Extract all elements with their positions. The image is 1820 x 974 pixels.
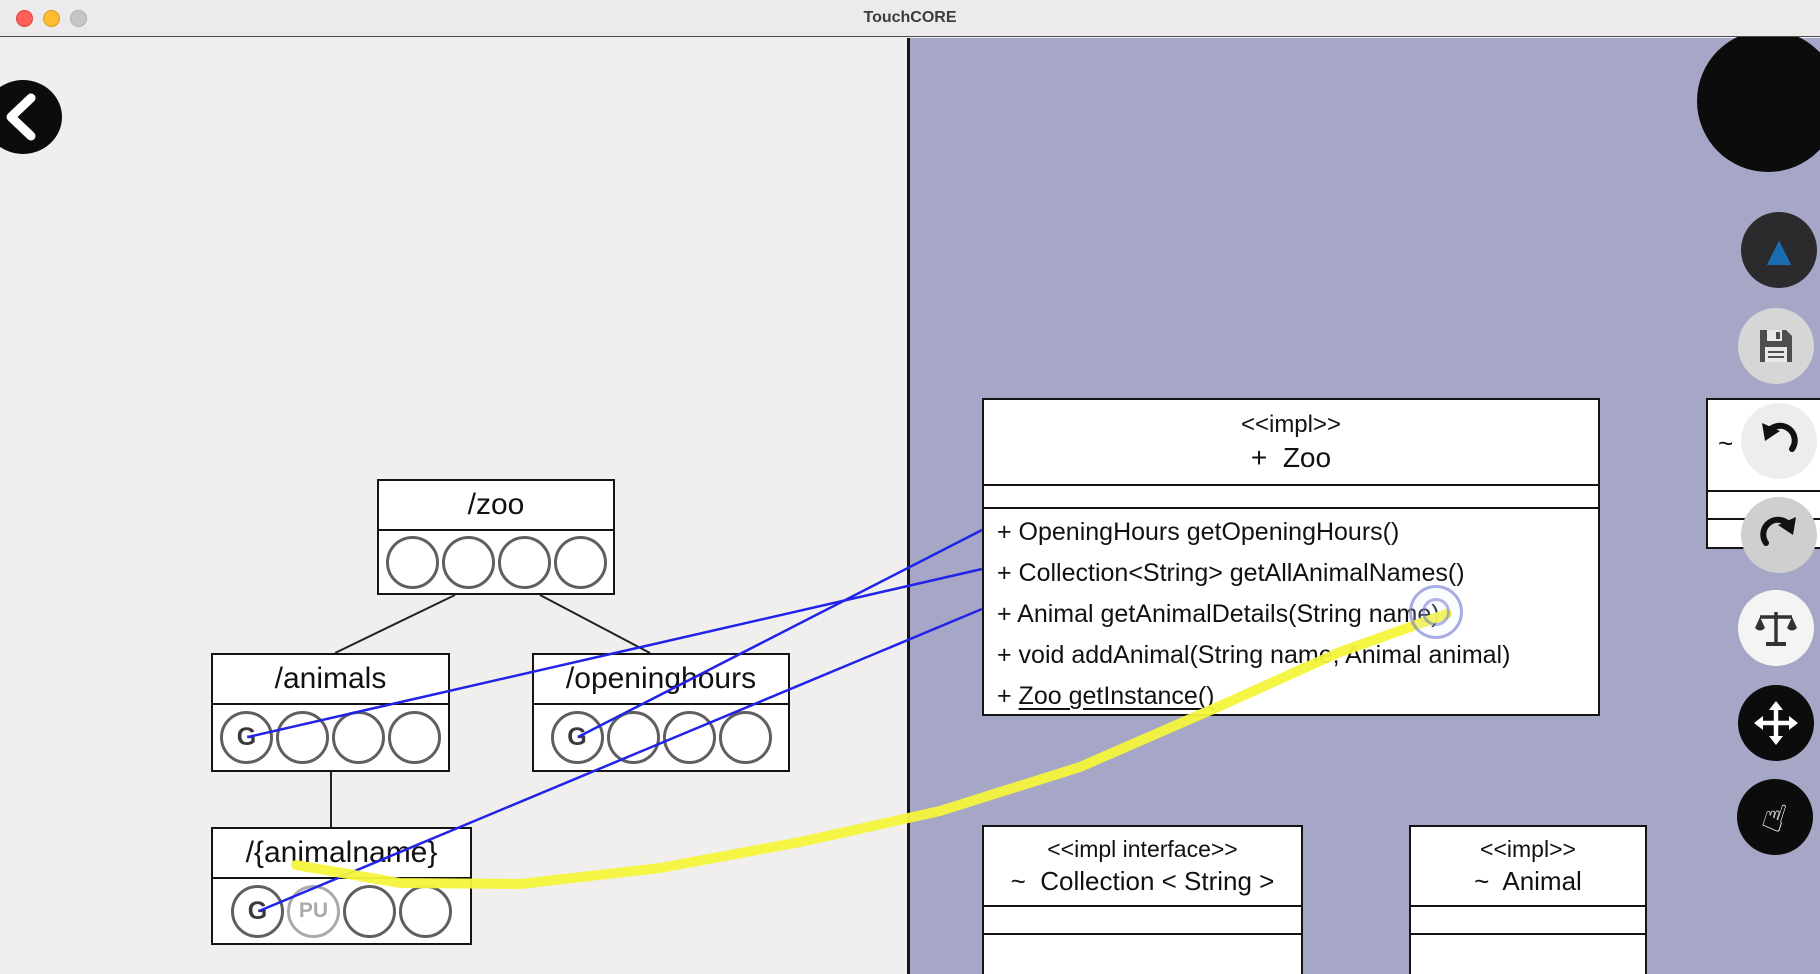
rest-method-slot[interactable] [606,711,660,764]
rest-method-slot[interactable] [441,535,495,589]
class-visibility: ~ [1718,428,1734,458]
resource-node-openinghours[interactable]: /openinghours G [532,653,790,772]
class-animal[interactable]: <<impl>> ~ Animal [1409,825,1647,974]
resource-label: /{animalname} [213,829,470,879]
rest-method-slot[interactable] [662,711,716,764]
attributes-compartment[interactable] [984,905,1301,933]
save-button[interactable] [1738,308,1814,384]
rest-method-slot-get[interactable]: G [231,884,284,938]
resource-node-animals[interactable]: /animals G [211,653,450,772]
resource-label: /openinghours [534,655,788,705]
attributes-compartment[interactable] [1411,905,1645,933]
operation[interactable]: + OpeningHours getOpeningHours() [997,518,1400,546]
traffic-light-close-button[interactable] [16,10,33,27]
rest-method-slot[interactable] [343,884,396,938]
operation-signature: Zoo getInstance() [1018,682,1215,710]
rest-method-slot-get[interactable]: G [550,711,604,764]
operation[interactable]: + void addAnimal(String name, Animal ani… [997,641,1511,669]
operation-static[interactable]: + Zoo getInstance() [997,676,1598,714]
class-stereotype: <<impl interface>> [1047,835,1238,862]
rest-method-slot[interactable] [276,711,329,764]
class-header: <<impl interface>> ~ Collection < String… [984,827,1301,905]
rest-method-slot[interactable] [385,535,439,589]
operations-compartment[interactable] [1411,933,1645,974]
split-divider[interactable] [907,38,910,974]
rest-method-slot[interactable] [553,535,607,589]
resource-node-animalname[interactable]: /{animalname} G PU [211,827,472,945]
class-header: <<impl>> + Zoo [984,400,1598,484]
operations-compartment[interactable]: + OpeningHours getOpeningHours() + Colle… [984,507,1598,714]
traffic-light-zoom-button[interactable] [70,10,87,27]
rest-method-slot[interactable] [497,535,551,589]
resource-label: /zoo [379,481,613,531]
operations-compartment[interactable] [984,933,1301,974]
method-slot-row: G PU [213,879,470,943]
titlebar: TouchCORE [0,0,1820,37]
window-title: TouchCORE [863,9,957,26]
chevron-left-icon [6,93,36,141]
rest-method-slot-put[interactable]: PU [287,884,340,938]
traffic-light-minimize-button[interactable] [43,10,60,27]
class-header: <<impl>> ~ Animal [1411,827,1645,905]
triangle-up-icon: ▲ [1766,231,1792,269]
operation-visibility: + [997,682,1019,710]
redo-arrow-icon [1760,516,1796,546]
rest-method-slot[interactable] [399,884,452,938]
resource-node-zoo[interactable]: /zoo [377,479,615,595]
operation[interactable]: + Animal getAnimalDetails(String name) [997,600,1440,628]
scale-icon [1755,612,1797,646]
class-zoo[interactable]: <<impl>> + Zoo + OpeningHours getOpening… [982,398,1600,716]
touch-hand-icon: ☝ [1757,792,1793,842]
class-name: + Zoo [1250,441,1332,473]
class-collection-string[interactable]: <<impl interface>> ~ Collection < String… [982,825,1303,974]
undo-arrow-icon [1762,422,1798,452]
rest-method-slot-get[interactable]: G [220,711,273,764]
class-stereotype: <<impl>> [1240,410,1342,438]
touch-mode-button[interactable]: ☝ [1737,779,1813,855]
rest-method-slot[interactable] [388,711,441,764]
rest-method-slot[interactable] [332,711,385,764]
workspace: /zoo /animals G /openinghours G [0,30,1820,974]
back-button[interactable] [0,80,62,154]
resource-label: /animals [213,655,448,705]
operation[interactable]: + Collection<String> getAllAnimalNames() [997,559,1465,587]
navigate-up-button[interactable]: ▲ [1741,212,1817,288]
method-slot-row: G [534,705,788,770]
move-button[interactable] [1738,685,1814,761]
redo-button[interactable] [1741,497,1817,573]
rest-method-slot[interactable] [718,711,772,764]
class-stereotype: <<impl>> [1480,835,1576,862]
class-name: ~ Animal [1474,865,1582,896]
floppy-disk-icon [1760,330,1792,362]
corner-menu-button[interactable] [1697,30,1820,172]
method-slot-row [379,531,613,593]
attributes-compartment[interactable] [984,484,1598,507]
move-arrows-icon [1754,701,1798,745]
class-name: ~ Collection < String > [1010,865,1275,896]
validate-button[interactable] [1738,590,1814,666]
undo-button[interactable] [1741,403,1817,479]
method-slot-row: G [213,705,448,770]
